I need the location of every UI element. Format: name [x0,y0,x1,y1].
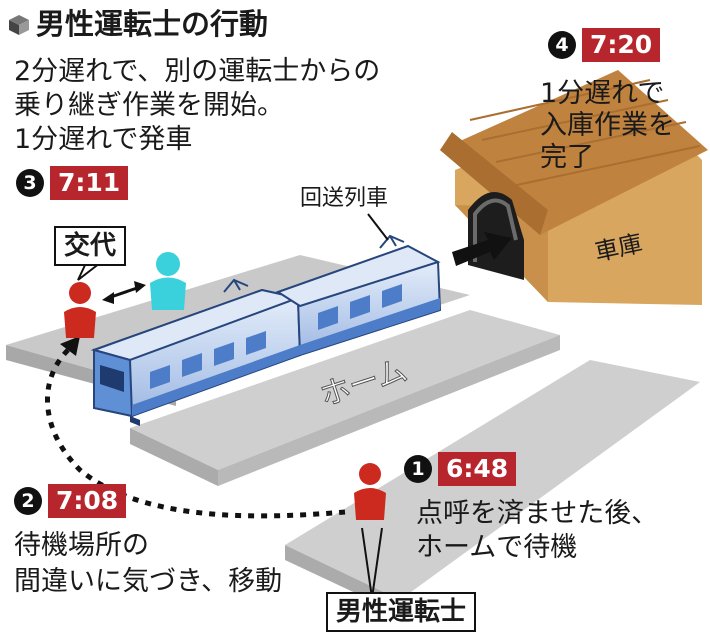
male-driver-figure [64,282,96,338]
step4-number: 4 [548,31,576,59]
movement-path [45,348,346,519]
diagram-title: 男性運転士の行動 [8,4,268,44]
step4-description-line2: 入庫作業を [540,110,675,141]
depot-building [440,70,708,305]
step3-description-line1: 2分遅れで、別の運転士からの [14,56,381,87]
step1-time: 6:48 [438,452,517,486]
step3-marker: 3 7:11 [16,166,129,200]
step4-time: 7:20 [582,28,661,62]
cube-icon [9,15,29,35]
step4-description-line1: 1分遅れで [540,78,665,109]
male-driver-label: 男性運転士 [326,592,477,632]
step2-number: 2 [14,487,42,515]
step3-number: 3 [16,169,44,197]
step3-description-line2: 乗り継ぎ作業を開始。 [14,90,284,121]
step2-description-line1: 待機場所の [14,530,149,561]
forwarding-train [90,234,442,426]
step1-description-line2: ホームで待機 [416,532,578,563]
train-callout-line [367,213,389,241]
handover-arrow [102,281,146,304]
other-driver-figure [150,252,186,310]
movement-path-arrowhead [60,336,80,356]
step3-description-line3: 1分遅れで発車 [14,124,193,155]
train-label: 回送列車 [300,186,389,211]
handover-label: 交代 [54,226,127,266]
step1-marker: 1 6:48 [404,452,517,486]
male-driver-figure-waiting [354,463,386,520]
step2-time: 7:08 [48,484,127,518]
step4-marker: 4 7:20 [548,28,661,62]
depot-direction-arrow [452,232,512,266]
platform-middle [130,310,560,486]
step3-time: 7:11 [50,166,129,200]
title-text: 男性運転士の行動 [36,7,269,41]
step1-number: 1 [404,455,432,483]
step2-marker: 2 7:08 [14,484,127,518]
step1-description-line1: 点呼を済ませた後、 [416,498,659,529]
handover-callout-line [77,262,101,281]
step2-description-line2: 間違いに気づき、移動 [14,566,283,597]
step4-description-line3: 完了 [540,142,594,173]
